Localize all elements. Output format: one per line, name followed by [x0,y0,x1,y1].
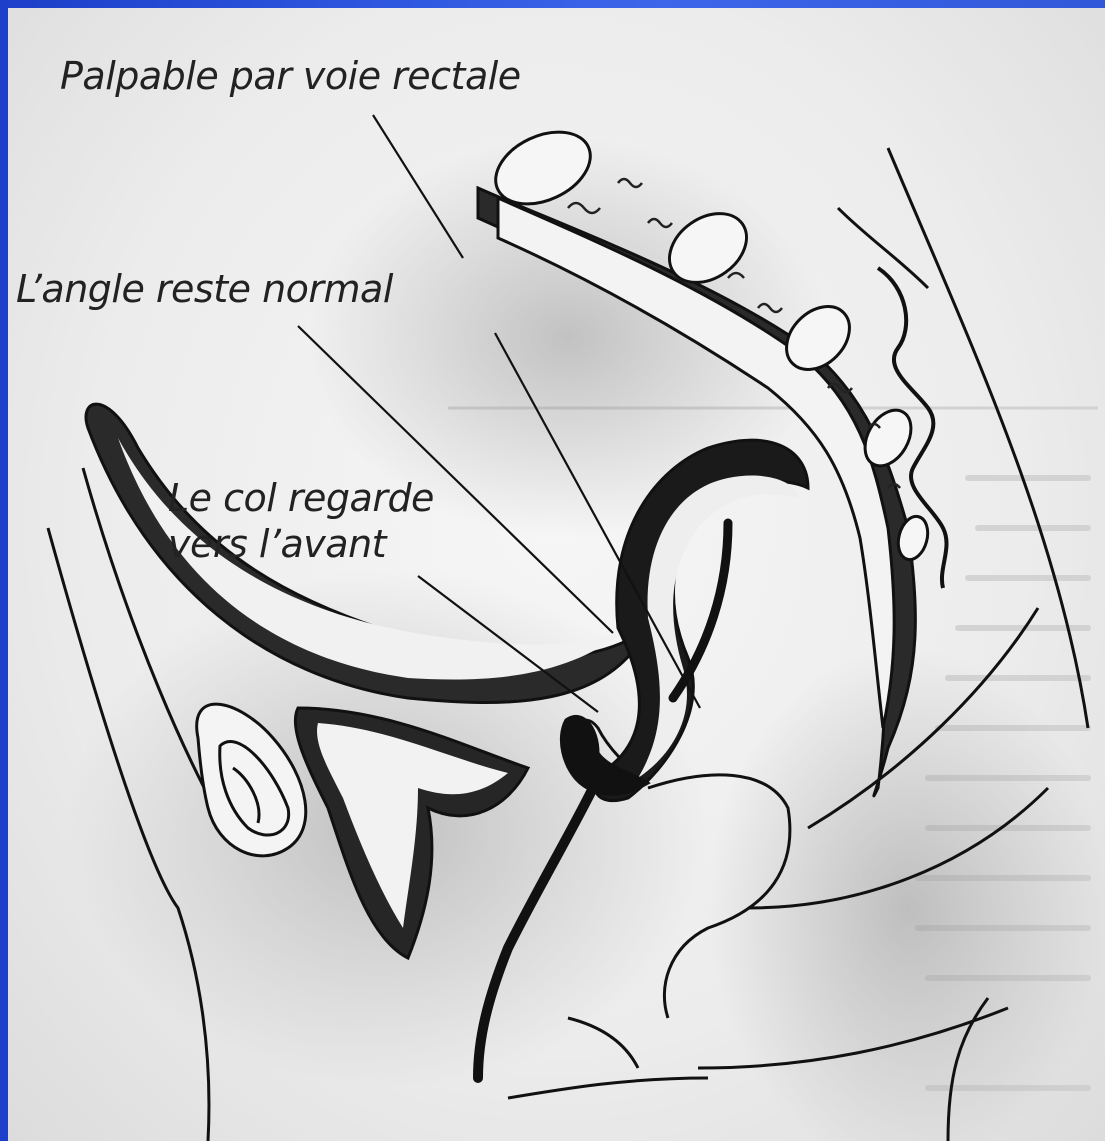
pelvis-drawing [8,8,1105,1141]
cervix-label: Le col regarde vers l’avant [168,476,434,567]
angle-label: L’angle reste normal [16,267,393,313]
rectal-palpation-label: Palpable par voie rectale [60,54,521,100]
scanned-illustration: Palpable par voie rectale L’angle reste … [8,8,1105,1141]
cervix-label-line-1: Le col regarde [168,476,434,522]
cervix-label-line-2: vers l’avant [168,522,434,568]
